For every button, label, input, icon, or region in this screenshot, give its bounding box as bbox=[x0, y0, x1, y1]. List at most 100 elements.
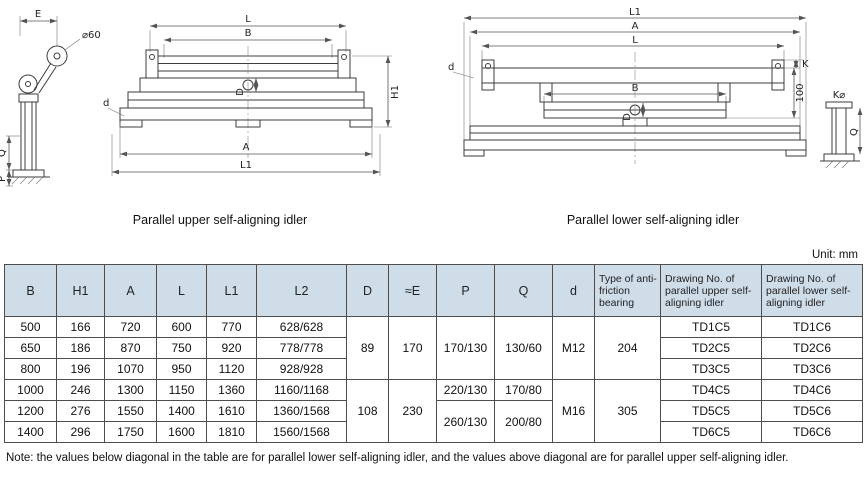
column-header: D bbox=[346, 264, 389, 317]
table-cell: M16 bbox=[552, 379, 595, 443]
dim-label-q: Q bbox=[849, 128, 860, 136]
table-cell: 928/928 bbox=[256, 358, 347, 380]
table-cell: 196 bbox=[56, 358, 105, 380]
table-cell: 1400 bbox=[4, 421, 57, 443]
table-cell: 89 bbox=[346, 316, 389, 380]
table-cell: TD2C6 bbox=[761, 337, 863, 359]
dim-label-l1: L1 bbox=[240, 160, 252, 171]
table-cell: 1150 bbox=[156, 379, 207, 401]
table-cell: 1750 bbox=[104, 421, 157, 443]
table-cell: 1070 bbox=[104, 358, 157, 380]
dim-label-q: Q bbox=[0, 149, 8, 157]
table-cell: 204 bbox=[594, 316, 661, 380]
dim-label-b: B bbox=[245, 28, 252, 39]
dim-label-a: A bbox=[632, 21, 639, 32]
table-cell: 108 bbox=[346, 379, 389, 443]
table-cell: M12 bbox=[552, 316, 595, 380]
table-cell: TD5C5 bbox=[660, 400, 762, 422]
column-header: Drawing No. of parallel upper self-align… bbox=[660, 264, 762, 317]
column-header: L1 bbox=[206, 264, 257, 317]
dim-label-l1: L1 bbox=[629, 7, 641, 18]
dim-label-e: E bbox=[35, 9, 41, 20]
table-cell: 720 bbox=[104, 316, 157, 338]
upper-idler-drawing: E ⌀60 bbox=[0, 9, 401, 187]
page: E ⌀60 bbox=[0, 0, 866, 464]
table-cell: TD1C6 bbox=[761, 316, 863, 338]
lower-idler-drawing: L1 A L d bbox=[448, 7, 863, 169]
upper-front-view: L B D bbox=[103, 14, 401, 176]
dim-label-d-dia: D bbox=[622, 113, 633, 121]
dim-label-100: 100 bbox=[795, 83, 806, 102]
table-cell: 1810 bbox=[206, 421, 257, 443]
drawings-row: E ⌀60 bbox=[0, 0, 866, 227]
lower-idler-caption: Parallel lower self-aligning idler bbox=[566, 213, 740, 227]
table-cell: 170/80 bbox=[494, 379, 553, 401]
table-cell: 276 bbox=[56, 400, 105, 422]
table-cell: 200/80 bbox=[494, 400, 553, 443]
dim-label-p: P bbox=[0, 176, 8, 182]
table-cell: 1300 bbox=[104, 379, 157, 401]
table-cell: 600 bbox=[156, 316, 207, 338]
table-cell: 770 bbox=[206, 316, 257, 338]
column-header: d bbox=[552, 264, 595, 317]
table-cell: 1360 bbox=[206, 379, 257, 401]
table-cell: 1560/1568 bbox=[256, 421, 347, 443]
table-cell: 800 bbox=[4, 358, 57, 380]
table-cell: TD4C6 bbox=[761, 379, 863, 401]
dim-label-d-bolt: d bbox=[103, 98, 109, 109]
table-cell: 920 bbox=[206, 337, 257, 359]
table-cell: 950 bbox=[156, 358, 207, 380]
dim-label-k-dia: K⌀ bbox=[833, 90, 846, 101]
table-cell: 500 bbox=[4, 316, 57, 338]
lower-idler-figure: L1 A L d bbox=[440, 6, 866, 227]
table-cell: 1120 bbox=[206, 358, 257, 380]
column-header: L bbox=[156, 264, 207, 317]
column-header: Q bbox=[494, 264, 553, 317]
column-header: P bbox=[436, 264, 495, 317]
dim-label-dia60: ⌀60 bbox=[82, 30, 101, 41]
table-cell: 1400 bbox=[156, 400, 207, 422]
table-cell: 305 bbox=[594, 379, 661, 443]
table-cell: TD3C6 bbox=[761, 358, 863, 380]
table-cell: TD2C5 bbox=[660, 337, 762, 359]
table-cell: 170 bbox=[388, 316, 437, 380]
table-cell: 220/130 bbox=[436, 379, 495, 401]
column-header: ≈E bbox=[388, 264, 437, 317]
table-cell: 260/130 bbox=[436, 400, 495, 443]
dim-label-l: L bbox=[632, 35, 638, 46]
table-cell: 750 bbox=[156, 337, 207, 359]
column-header: B bbox=[4, 264, 57, 317]
table-cell: 1550 bbox=[104, 400, 157, 422]
lower-front-view: L1 A L d bbox=[448, 7, 809, 164]
dim-label-a: A bbox=[243, 142, 250, 153]
dim-label-l: L bbox=[245, 14, 251, 25]
table-cell: 628/628 bbox=[256, 316, 347, 338]
dim-label-d-bolt: d bbox=[448, 62, 454, 73]
table-cell: 296 bbox=[56, 421, 105, 443]
upper-side-view: E ⌀60 bbox=[0, 9, 101, 187]
table-cell: TD4C5 bbox=[660, 379, 762, 401]
table-cell: TD3C5 bbox=[660, 358, 762, 380]
column-header: Type of anti-friction bearing bbox=[594, 264, 661, 317]
table-cell: 186 bbox=[56, 337, 105, 359]
column-header: L2 bbox=[256, 264, 347, 317]
footnote: Note: the values below diagonal in the t… bbox=[6, 452, 789, 464]
table-cell: 1360/1568 bbox=[256, 400, 347, 422]
lower-side-view: K⌀ Q bbox=[820, 90, 863, 169]
table-cell: 778/778 bbox=[256, 337, 347, 359]
table-cell: 230 bbox=[388, 379, 437, 443]
table-cell: 1160/1168 bbox=[256, 379, 347, 401]
dim-label-h1: H1 bbox=[390, 85, 401, 99]
dim-label-k: K bbox=[802, 59, 809, 70]
table-cell: TD1C5 bbox=[660, 316, 762, 338]
unit-label: Unit: mm bbox=[812, 249, 858, 261]
upper-idler-figure: E ⌀60 bbox=[0, 6, 440, 227]
table-cell: 246 bbox=[56, 379, 105, 401]
table-cell: 130/60 bbox=[494, 316, 553, 380]
